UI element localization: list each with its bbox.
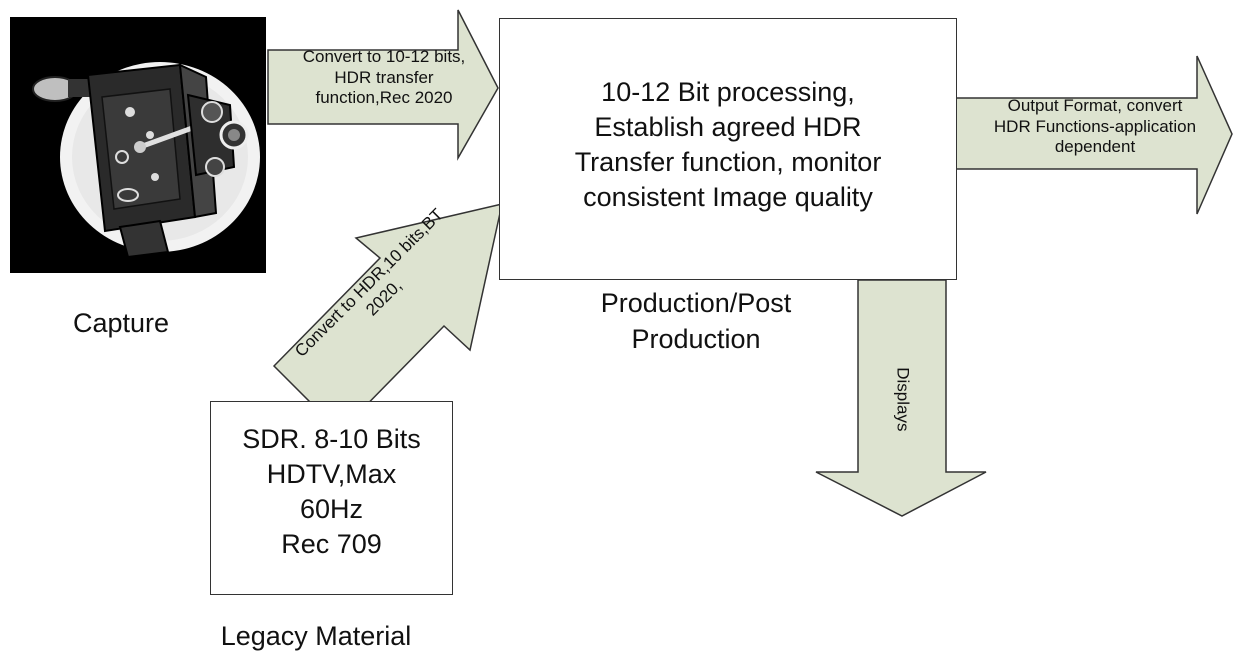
legacy-box: SDR. 8-10 Bits HDTV,Max 60Hz Rec 709 (210, 401, 453, 595)
legacy-box-text: SDR. 8-10 Bits HDTV,Max 60Hz Rec 709 (242, 424, 421, 560)
production-caption: Production/Post Production (600, 288, 792, 355)
legacy-to-production-arrow (272, 203, 503, 434)
capture-caption: Capture (72, 308, 170, 338)
movie-camera-icon (10, 17, 266, 273)
production-box: 10-12 Bit processing, Establish agreed H… (499, 18, 957, 280)
capture-arrow-label: Convert to 10-12 bits, HDR transfer func… (302, 47, 466, 108)
output-arrow-label: Output Format, convert HDR Functions-app… (993, 96, 1197, 157)
output-arrow (954, 55, 1233, 215)
production-box-text: 10-12 Bit processing, Establish agreed H… (574, 77, 882, 213)
legacy-caption: Legacy Material (220, 621, 412, 651)
displays-arrow-label: Displays (893, 367, 913, 432)
capture-to-production-arrow (267, 9, 499, 161)
displays-arrow (815, 279, 987, 517)
